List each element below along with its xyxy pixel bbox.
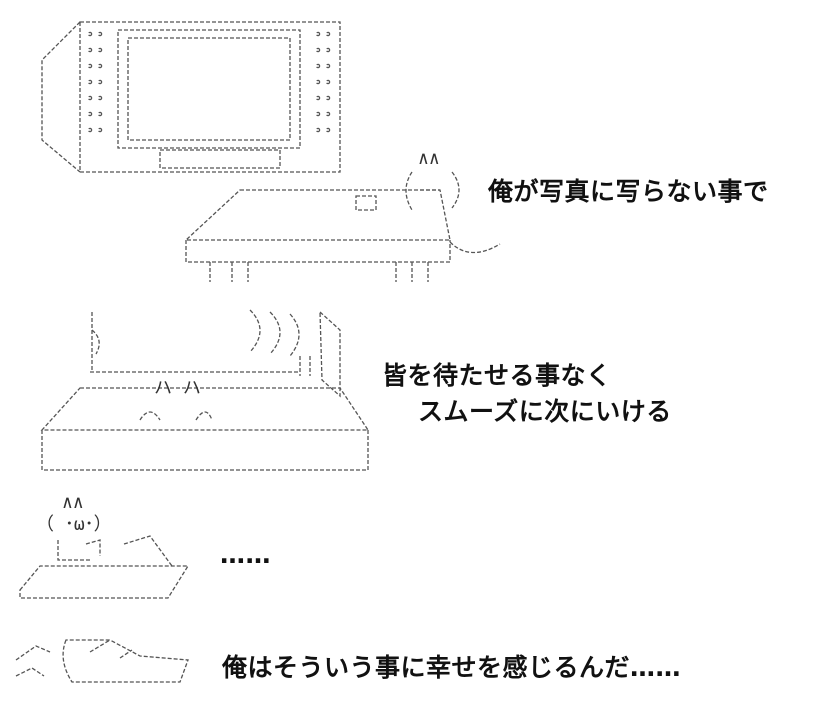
cat-ears-2: ハ ハ (154, 378, 201, 399)
bed-drawing: ハ ハ (40, 309, 370, 471)
cat-peeking-drawing: ∧∧ (405, 148, 501, 254)
monitor-speaker-dots-left (87, 31, 103, 133)
sitting-cat-drawing: ∧∧ （ ･ω･） (19, 492, 190, 599)
caption-line-2b: スムーズに次にいける (418, 397, 672, 426)
caption-ellipsis: …… (220, 540, 271, 569)
cat-face: （ ･ω･） (36, 514, 112, 535)
caption-line-1: 俺が写真に写らない事で (488, 177, 769, 206)
lying-cat-drawing (15, 639, 189, 683)
desk-drawing (184, 189, 451, 282)
caption-line-4: 俺はそういう事に幸せを感じるんだ…… (222, 653, 682, 682)
cat-ears-3: ∧∧ (62, 492, 84, 513)
monitor-speaker-dots-right (315, 31, 331, 133)
caption-line-2a: 皆を待たせる事なく (382, 361, 612, 390)
cat-ears-1: ∧∧ (418, 148, 440, 169)
monitor-drawing (41, 21, 341, 173)
